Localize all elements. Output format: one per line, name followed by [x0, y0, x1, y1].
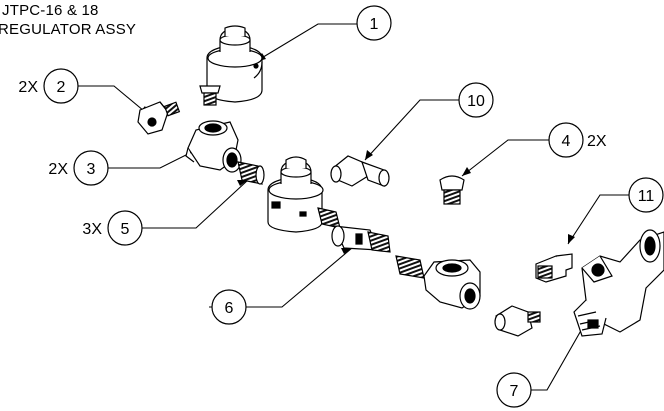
pipe-tee-icon [423, 259, 481, 310]
callout-quantity: 2X [587, 133, 607, 150]
callout-number: 1 [370, 16, 379, 33]
y-strainer-icon [573, 229, 664, 337]
callout-2: 2 2X [18, 68, 79, 104]
callout-1: 1 [356, 5, 392, 41]
callout-5: 5 3X [82, 210, 143, 246]
drawing-title-line-1: JTPC-16 & 18 [2, 2, 99, 19]
callout-balloon [496, 372, 532, 408]
pipe-elbow-icon [137, 101, 181, 135]
pipe-plug-icon [199, 85, 221, 106]
callout-number: 11 [638, 188, 655, 205]
callout-balloon [628, 177, 664, 213]
callout-quantity: 2X [48, 161, 68, 178]
callout-number: 4 [562, 133, 571, 150]
pressure-regulator-icon [267, 156, 324, 233]
pipe-tee-icon [185, 120, 242, 173]
threaded-nipple-icon [237, 161, 265, 185]
callout-balloon [548, 122, 584, 158]
callout-number: 10 [467, 93, 485, 110]
callout-quantity: 2X [18, 79, 38, 96]
pressure-regulator-icon [206, 25, 263, 103]
callout-3: 3 2X [48, 150, 109, 186]
pipe-elbow-icon [330, 155, 390, 187]
callout-number: 7 [510, 383, 519, 400]
callout-4: 4 2X [548, 122, 607, 158]
callout-6: 6 [211, 289, 247, 325]
threaded-nipple-icon [535, 253, 573, 283]
leader-lines [78, 23, 629, 391]
callout-balloon [73, 150, 109, 186]
pipe-union-icon [331, 225, 391, 253]
callout-7: 7 [496, 372, 532, 408]
threaded-nipple-icon [395, 255, 425, 279]
pipe-elbow-icon [494, 305, 541, 337]
callout-number: 3 [87, 161, 96, 178]
callout-balloon [43, 68, 79, 104]
callout-number: 6 [225, 300, 234, 317]
callout-balloon [211, 289, 247, 325]
callout-quantity: 3X [82, 221, 102, 238]
callout-number: 5 [121, 221, 130, 238]
callout-10: 10 [458, 82, 494, 118]
drawing-title-line-2: REGULATOR ASSY [0, 21, 137, 38]
callout-11: 11 [628, 177, 664, 213]
callout-balloon [356, 5, 392, 41]
callout-balloon [107, 210, 143, 246]
pipe-plug-icon [439, 175, 465, 205]
callout-number: 2 [57, 79, 66, 96]
callout-balloon [458, 82, 494, 118]
